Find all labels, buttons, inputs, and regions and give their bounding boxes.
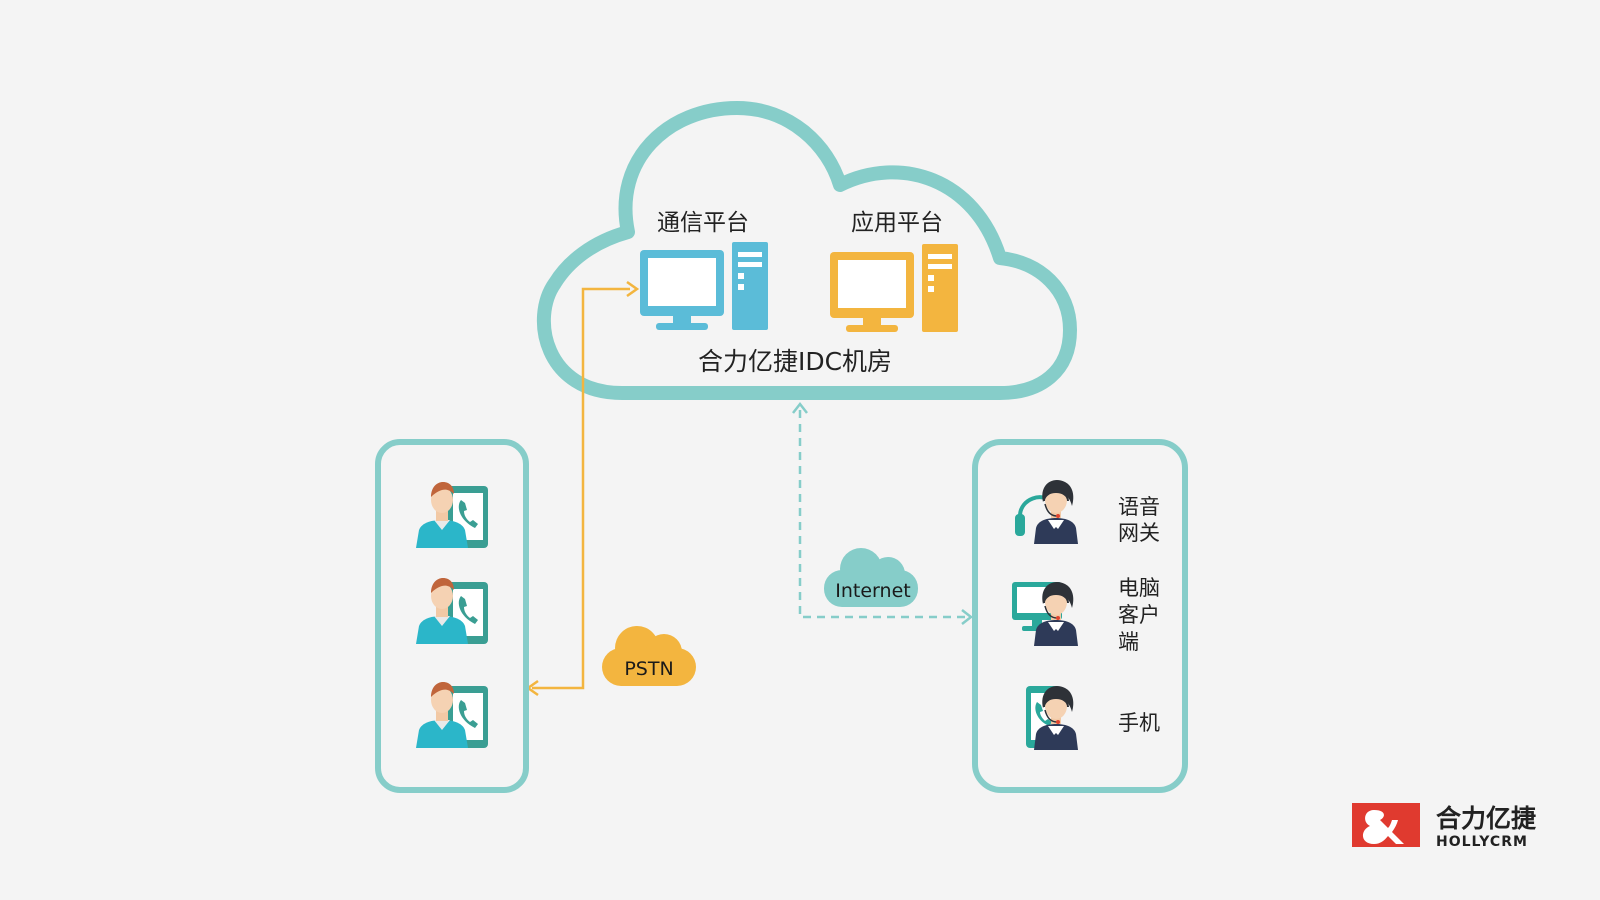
hollycrm-logo-mark: [1352, 803, 1420, 847]
pstn-connector-line: [532, 287, 630, 690]
app-platform-label: 应用平台: [851, 210, 943, 236]
pc-client-label-line2: 客户: [1118, 603, 1160, 627]
comm-platform-label: 通信平台: [657, 210, 749, 236]
internet-cloud-icon: [824, 548, 918, 607]
internet-arrow-head-right: [961, 609, 974, 625]
brand-name-en: HOLLYCRM: [1436, 834, 1528, 850]
customer-phone-icon: [416, 682, 488, 748]
pc-client-agent-icon: [1012, 581, 1079, 647]
hollycrm-logo: 合力亿捷 HOLLYCRM: [1352, 803, 1536, 850]
customer-phone-icon: [416, 578, 488, 644]
pstn-cloud-icon: [602, 626, 696, 686]
voice-gateway-label-line1: 语音: [1118, 495, 1160, 519]
customer-phone-icon: [416, 482, 488, 548]
voice-gateway-agent-icon: [1015, 479, 1079, 545]
internet-label: Internet: [835, 580, 910, 602]
voice-gateway-label: 语音 网关: [1118, 495, 1167, 545]
idc-room-label: 合力亿捷IDC机房: [698, 347, 892, 376]
customer-panel: [375, 439, 529, 793]
pc-client-label: 电脑 客户 端: [1118, 576, 1167, 654]
brand-name-cn: 合力亿捷: [1436, 804, 1536, 833]
pc-client-label-line1: 电脑: [1118, 576, 1160, 600]
internet-arrow-head-up: [792, 401, 808, 414]
pstn-arrow-head-up: [626, 280, 640, 298]
pc-client-label-line3: 端: [1118, 630, 1139, 654]
mobile-agent-icon: [1026, 685, 1079, 751]
mobile-label: 手机: [1118, 711, 1160, 735]
pstn-label: PSTN: [624, 658, 673, 680]
agent-panel: [972, 439, 1188, 793]
voice-gateway-label-line2: 网关: [1118, 521, 1160, 545]
